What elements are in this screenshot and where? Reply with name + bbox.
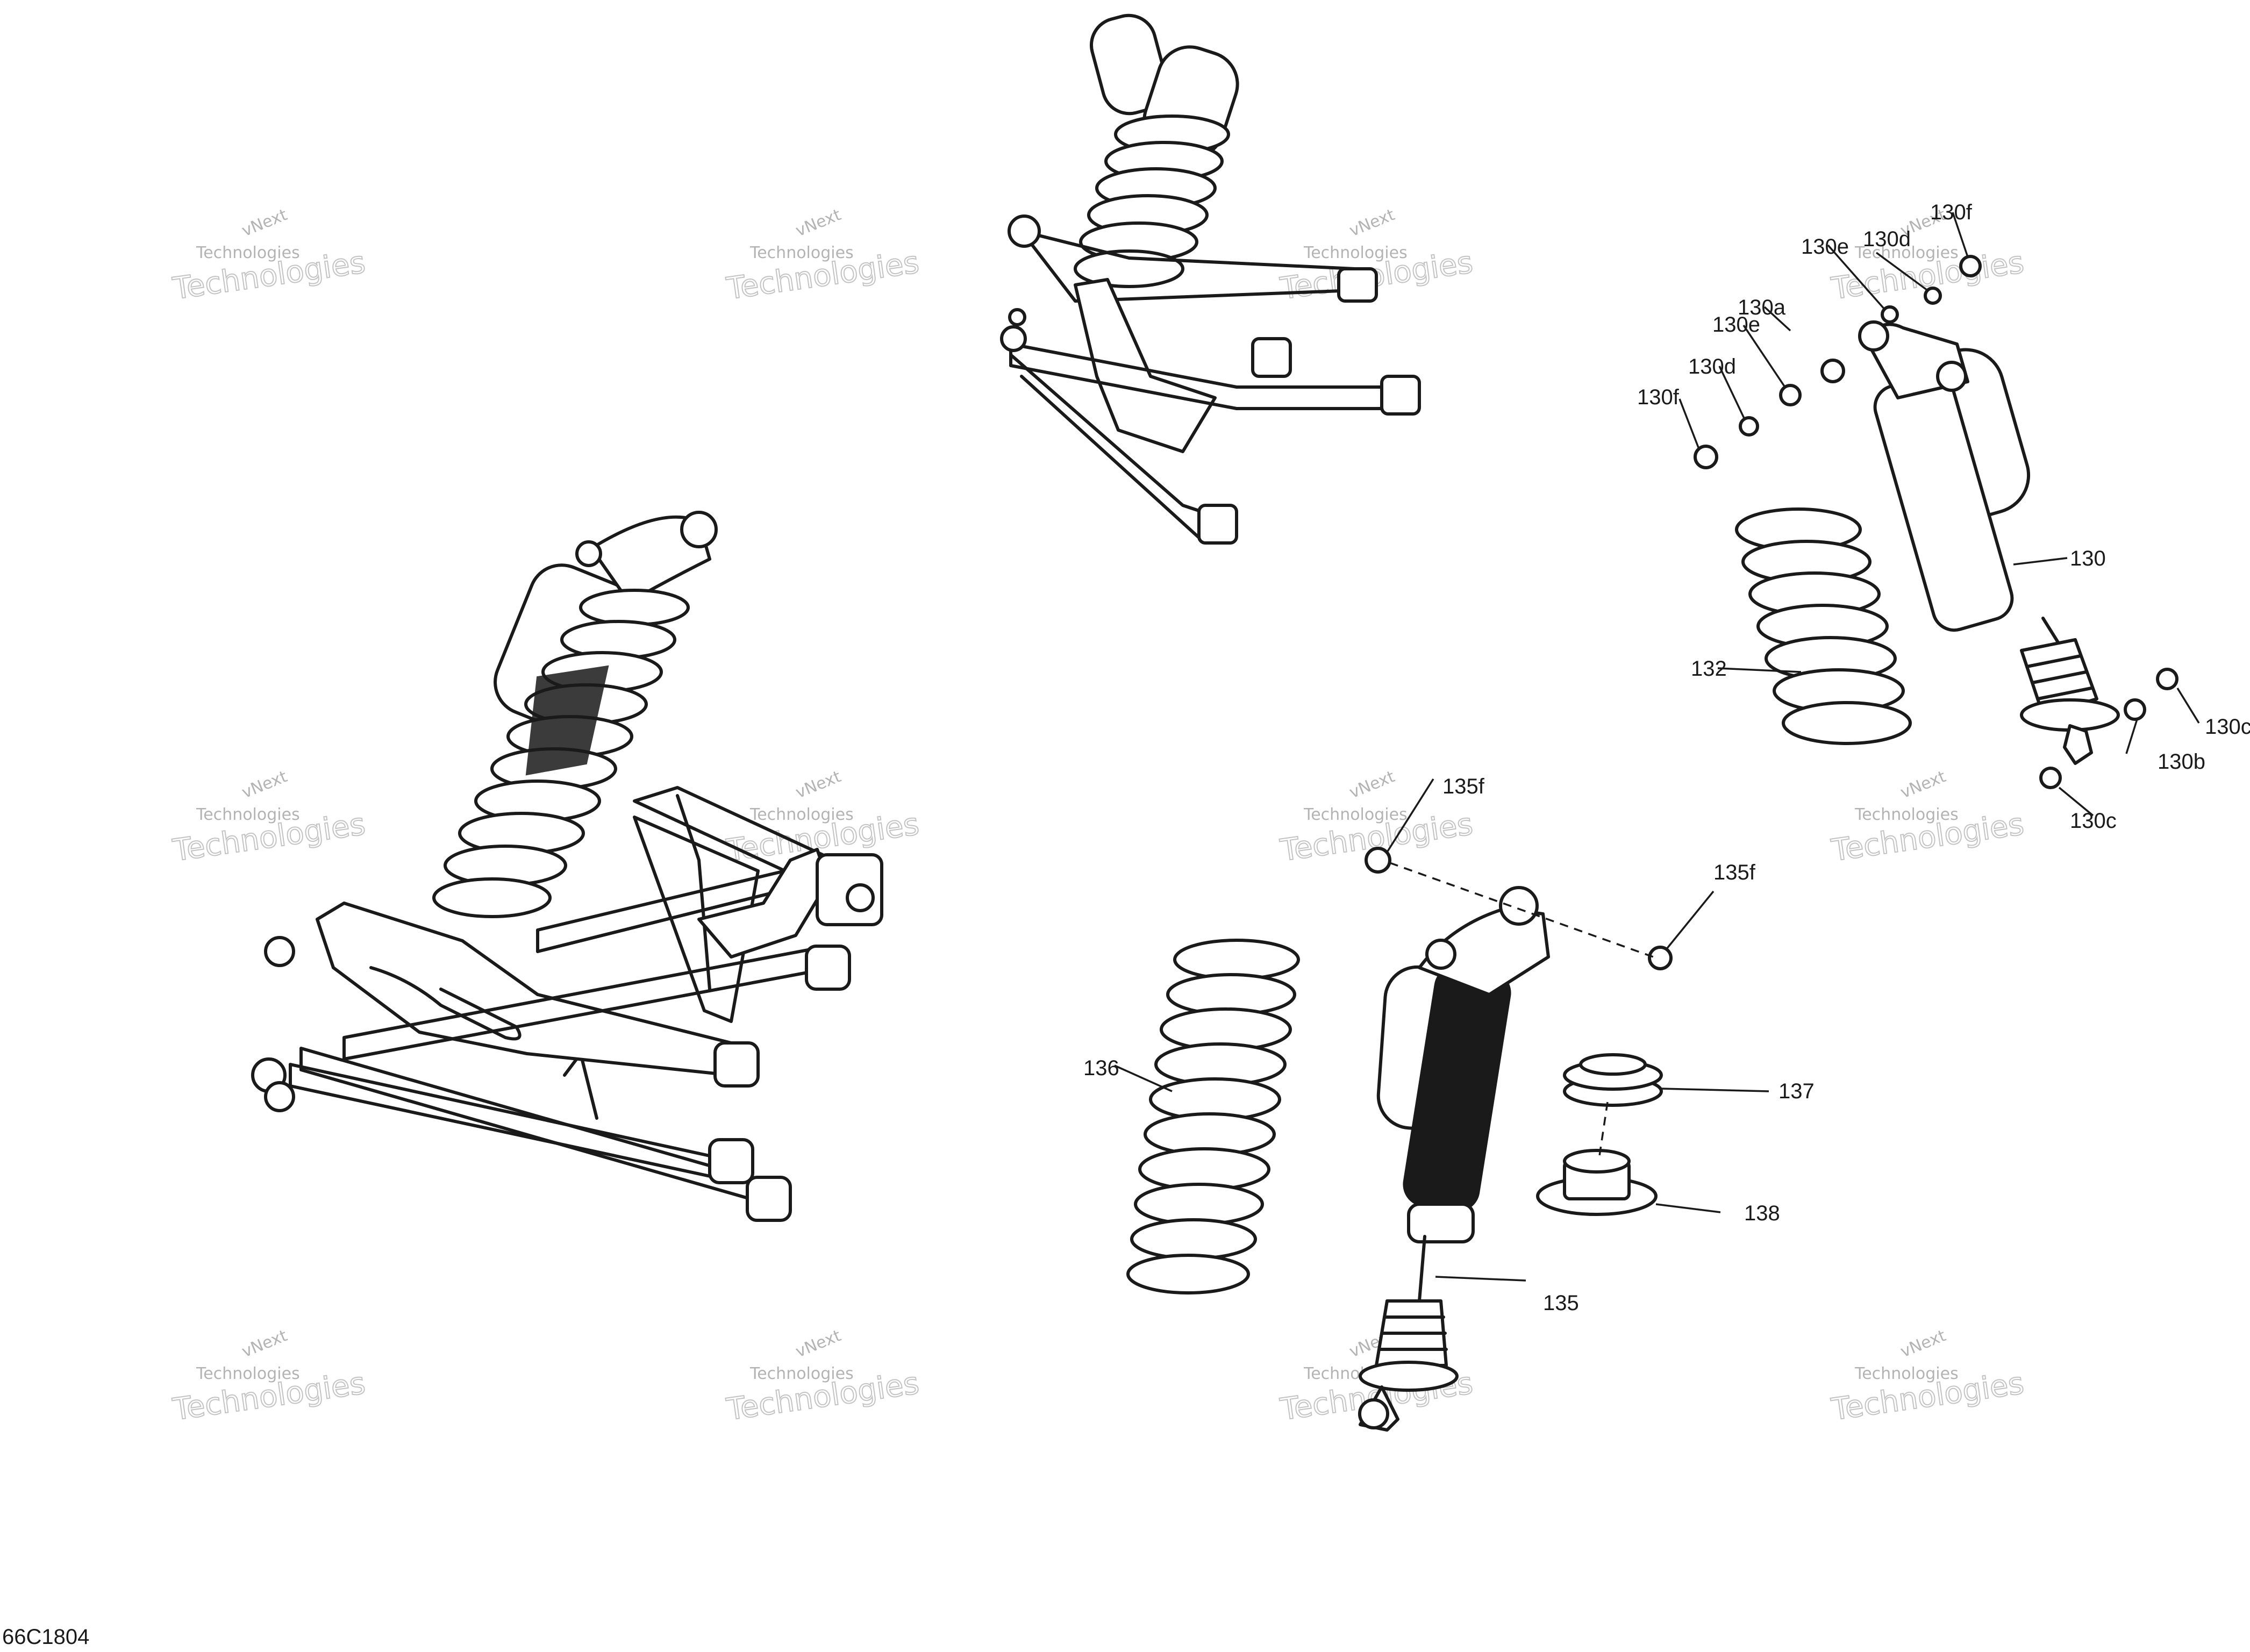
svg-text:Technologies: Technologies — [1854, 244, 1959, 262]
shock-135-assembly — [1126, 847, 1673, 1432]
callout-138: 138 — [1744, 1202, 1780, 1225]
callout-130d: 130d — [1863, 227, 1911, 251]
svg-text:Technologies: Technologies — [749, 805, 854, 824]
watermark: vNext Technologies Technologies — [724, 205, 922, 307]
figure-code: 66C1804 — [2, 1625, 89, 1649]
callout-135f: 135f — [1442, 775, 1485, 798]
svg-text:vNext: vNext — [239, 767, 290, 802]
svg-text:Technologies: Technologies — [196, 244, 300, 262]
watermarks: vNext Technologies Technologies vNext Te… — [170, 205, 2026, 1428]
callout-135: 135 — [1543, 1291, 1579, 1315]
callout-130: 130 — [2070, 547, 2106, 570]
callout-130a: 130a — [1738, 296, 1786, 319]
watermark: vNext Technologies Technologies — [170, 1326, 368, 1428]
callout-137: 137 — [1778, 1079, 1815, 1103]
callout-136: 136 — [1083, 1056, 1119, 1080]
svg-text:Technologies: Technologies — [1303, 805, 1408, 824]
svg-text:Technologies: Technologies — [749, 1364, 854, 1383]
svg-text:vNext: vNext — [1898, 767, 1949, 802]
callout-130d: 130d — [1688, 355, 1736, 378]
svg-text:vNext: vNext — [793, 767, 844, 802]
spring-seat-138 — [1536, 1149, 1658, 1216]
callout-135f: 135f — [1713, 861, 1756, 884]
svg-text:vNext: vNext — [1347, 767, 1398, 802]
svg-text:vNext: vNext — [1347, 205, 1398, 240]
svg-text:vNext: vNext — [239, 205, 290, 240]
watermark: vNext Technologies Technologies — [1828, 767, 2026, 869]
top-suspension-assembly — [1000, 13, 1421, 545]
spring-132 — [1735, 507, 1912, 745]
svg-text:vNext: vNext — [793, 1326, 844, 1361]
shock-130-assembly — [1694, 255, 2178, 789]
callout-132: 132 — [1691, 657, 1727, 681]
callout-130b: 130b — [2158, 750, 2205, 774]
callout-130f: 130f — [1930, 201, 1973, 224]
svg-text:Technologies: Technologies — [196, 805, 300, 824]
callout-130c: 130c — [2070, 809, 2117, 833]
svg-text:Technologies: Technologies — [749, 244, 854, 262]
watermark: vNext Technologies Technologies — [724, 1326, 922, 1428]
svg-text:Technologies: Technologies — [1854, 805, 1959, 824]
svg-text:vNext: vNext — [239, 1326, 290, 1361]
callout-130e: 130e — [1801, 235, 1849, 259]
callout-130e: 130e — [1712, 313, 1760, 337]
callout-130f: 130f — [1637, 385, 1680, 409]
callout-labels: 130 130a 130b 130c 130c 130d 130d 130e 1… — [1083, 201, 2250, 1315]
callout-130c: 130c — [2205, 715, 2250, 739]
svg-text:vNext: vNext — [1898, 1326, 1949, 1361]
svg-text:vNext: vNext — [793, 205, 844, 240]
watermark: vNext Technologies Technologies — [170, 767, 368, 869]
watermark: vNext Technologies Technologies — [1828, 1326, 2026, 1428]
spring-spacer-137 — [1563, 1053, 1663, 1107]
leader-lines — [1114, 212, 2200, 1282]
left-suspension-assembly — [251, 511, 883, 1222]
watermark: vNext Technologies Technologies — [170, 205, 368, 307]
svg-text:Technologies: Technologies — [1303, 244, 1408, 262]
svg-text:Technologies: Technologies — [1854, 1364, 1959, 1383]
svg-text:Technologies: Technologies — [196, 1364, 300, 1383]
left-spring — [432, 589, 690, 918]
spring-136 — [1126, 939, 1300, 1295]
